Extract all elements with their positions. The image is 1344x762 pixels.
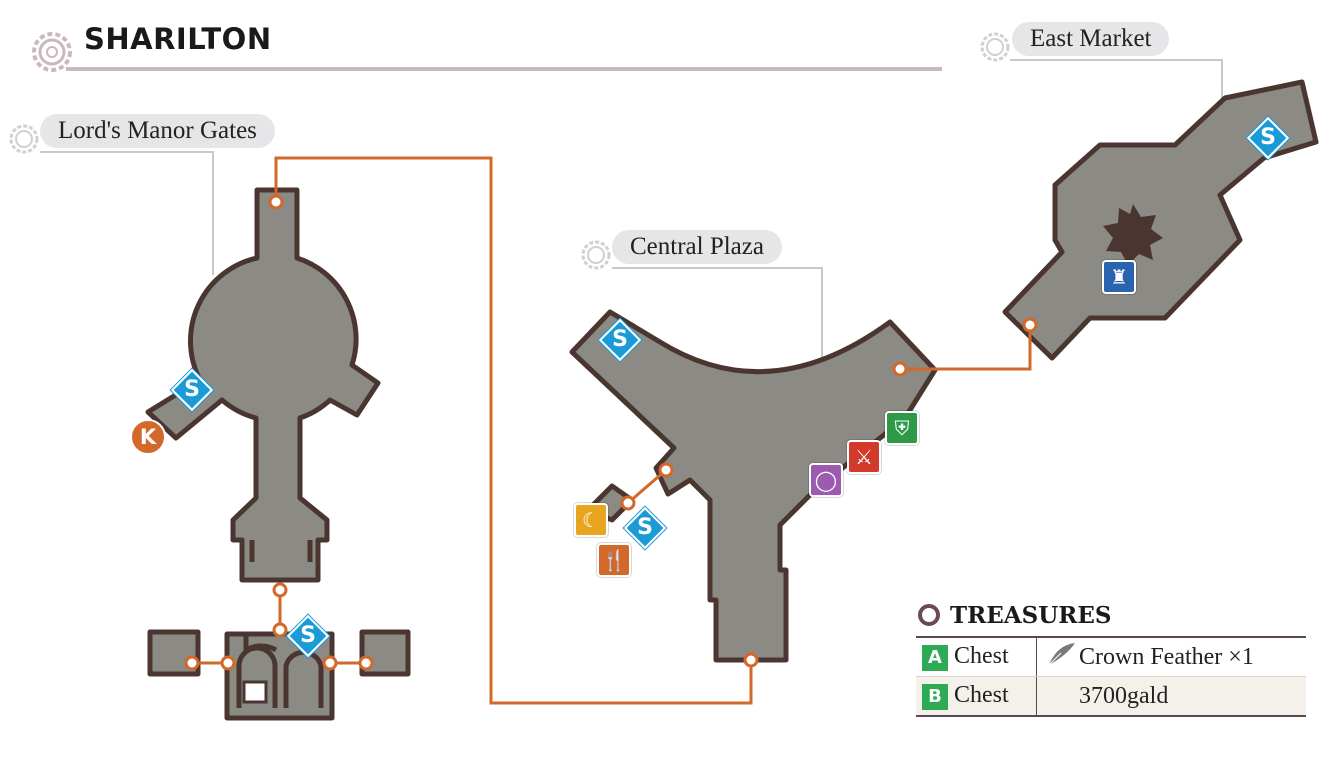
east-market-floor <box>1002 79 1319 361</box>
ring-icon <box>918 604 940 626</box>
save-letter: S <box>184 377 200 402</box>
save-letter: S <box>300 623 316 648</box>
lords-manor-floor <box>145 187 411 721</box>
treasure-badge: A <box>922 644 948 671</box>
gear-icon <box>32 32 72 72</box>
save-point-marker[interactable]: S <box>623 506 667 550</box>
k-marker[interactable]: K <box>130 419 166 455</box>
treasure-type: Chest <box>954 682 1009 709</box>
save-point-marker[interactable]: S <box>1246 116 1290 160</box>
weapon-shop-icon[interactable]: ⚔ <box>847 440 881 474</box>
feather-icon <box>1047 641 1079 674</box>
area-label-lords-manor-gates[interactable]: Lord's Manor Gates <box>40 114 275 148</box>
treasure-item: Crown Feather ×1 <box>1079 643 1254 670</box>
save-letter: S <box>1260 125 1276 150</box>
treasures-heading: TREASURES <box>950 601 1112 629</box>
restaurant-icon[interactable]: 🍴 <box>597 543 631 577</box>
treasure-item: 3700gald <box>1079 682 1169 709</box>
save-point-marker[interactable]: S <box>598 318 642 362</box>
accessory-shop-icon[interactable]: ◯ <box>809 463 843 497</box>
gear-icon <box>980 32 1010 62</box>
inn-moon-icon[interactable]: ☾ <box>574 503 608 537</box>
central-plaza-floor <box>569 309 938 663</box>
leader-lines <box>40 59 1223 372</box>
page-title: SHARILTON <box>84 22 272 56</box>
gear-icon <box>9 124 39 154</box>
route-nodes[interactable] <box>184 194 1038 671</box>
area-label-central-plaza[interactable]: Central Plaza <box>612 230 782 264</box>
treasures-header: TREASURES <box>916 598 1308 632</box>
save-letter: S <box>637 515 653 540</box>
save-letter: S <box>612 327 628 352</box>
gear-icon <box>581 240 611 270</box>
treasure-type: Chest <box>954 643 1009 670</box>
treasure-badge: B <box>922 683 948 710</box>
item-shop-icon[interactable]: ♜ <box>1102 260 1136 294</box>
area-label-east-market[interactable]: East Market <box>1012 22 1170 56</box>
save-point-marker[interactable]: S <box>170 368 214 412</box>
fountain-star <box>1103 204 1163 265</box>
armor-shop-icon[interactable]: ⛨ <box>885 411 919 445</box>
save-point-marker[interactable]: S <box>286 614 330 658</box>
manor-window <box>242 680 268 704</box>
